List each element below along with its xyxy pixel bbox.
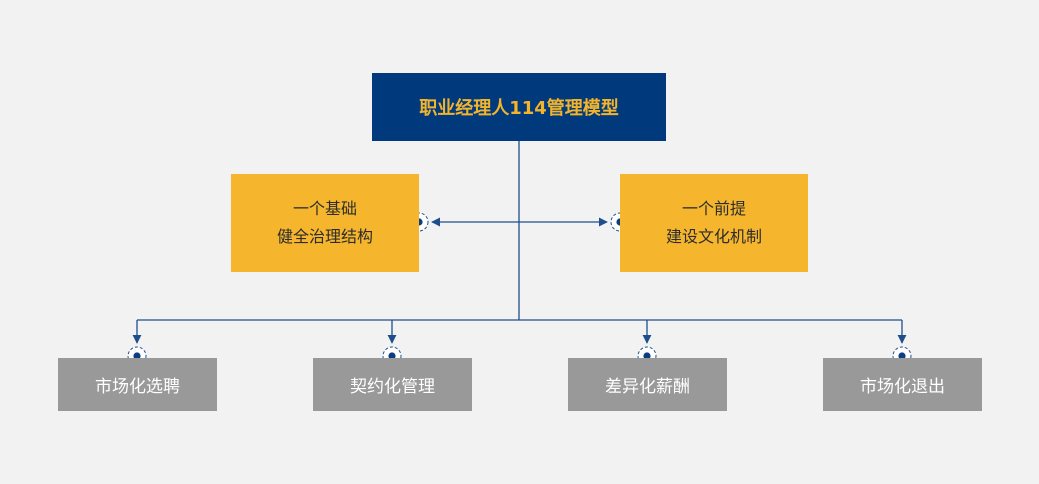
pillar-box-1: 市场化选聘	[58, 358, 217, 411]
pillar-label: 市场化退出	[860, 377, 945, 397]
premise-box: 一个前提 建设文化机制	[620, 174, 808, 272]
foundation-box: 一个基础 健全治理结构	[231, 174, 419, 272]
title-box: 职业经理人114管理模型	[372, 73, 666, 141]
premise-line1: 一个前提	[681, 199, 746, 218]
premise-line2: 建设文化机制	[665, 227, 762, 246]
title-text: 职业经理人114管理模型	[419, 98, 619, 119]
pillar-box-4: 市场化退出	[823, 358, 982, 411]
foundation-line2: 健全治理结构	[276, 227, 373, 246]
pillar-box-3: 差异化薪酬	[568, 358, 727, 411]
foundation-line1: 一个基础	[292, 199, 357, 218]
pillar-label: 差异化薪酬	[605, 377, 690, 397]
pillar-label: 契约化管理	[350, 377, 435, 397]
pillar-label: 市场化选聘	[95, 377, 180, 397]
pillar-box-2: 契约化管理	[313, 358, 472, 411]
